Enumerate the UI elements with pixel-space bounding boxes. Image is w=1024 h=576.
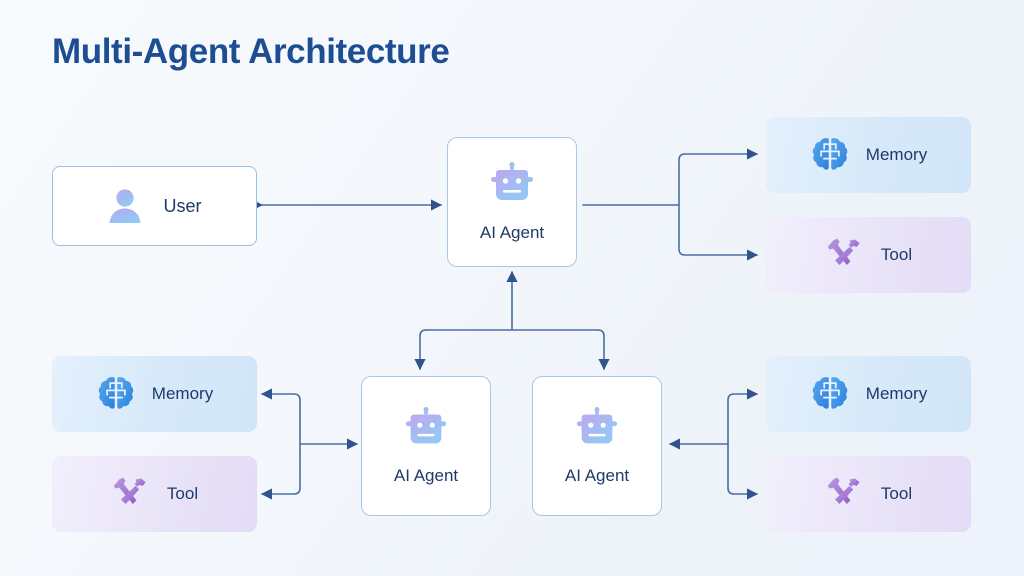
tools-icon [113, 477, 146, 504]
node-agent-bottom-right-label: AI Agent [564, 465, 630, 485]
wire-agent-tool-top [678, 204, 759, 261]
node-memory-bottom-right[interactable]: Memory [766, 356, 971, 432]
wire-br-memory [727, 388, 759, 445]
user-icon [109, 189, 141, 223]
node-tool-top-right[interactable]: Tool [766, 217, 971, 293]
robot-icon [405, 406, 447, 443]
node-tool-bottom-right[interactable]: Tool [766, 456, 971, 532]
robot-icon [576, 406, 618, 443]
node-tool-bottom-left-label: Tool [166, 484, 199, 503]
wire-br-tool [727, 443, 759, 500]
node-user-label: User [163, 195, 202, 216]
node-memory-bottom-left[interactable]: Memory [52, 356, 257, 432]
node-agent-bottom-left[interactable]: AI Agent [361, 376, 491, 516]
brain-icon [98, 377, 134, 409]
wire-bl-memory [260, 388, 301, 445]
node-user[interactable]: User [52, 166, 257, 246]
node-agent-top-label: AI Agent [479, 222, 545, 242]
brain-icon [812, 138, 848, 170]
tools-icon [827, 477, 860, 504]
node-memory-top-right[interactable]: Memory [766, 117, 971, 193]
node-memory-top-right-label: Memory [865, 145, 928, 164]
node-tool-bottom-right-label: Tool [880, 484, 913, 503]
node-tool-top-right-label: Tool [880, 245, 913, 264]
brain-icon [812, 377, 848, 409]
wire-to-agent-bottom-left [414, 329, 427, 371]
wire-agent-memory-top [678, 148, 759, 206]
node-agent-bottom-left-label: AI Agent [393, 465, 459, 485]
node-memory-bottom-right-label: Memory [865, 384, 928, 403]
tools-icon [827, 238, 860, 265]
wire-to-agent-bottom-right [597, 329, 610, 371]
node-memory-bottom-left-label: Memory [151, 384, 214, 403]
page-title: Multi-Agent Architecture [52, 32, 450, 71]
node-tool-bottom-left[interactable]: Tool [52, 456, 257, 532]
node-agent-top[interactable]: AI Agent [447, 137, 577, 267]
robot-icon [491, 161, 533, 200]
node-agent-bottom-right[interactable]: AI Agent [532, 376, 662, 516]
wire-bl-tool [260, 443, 301, 500]
